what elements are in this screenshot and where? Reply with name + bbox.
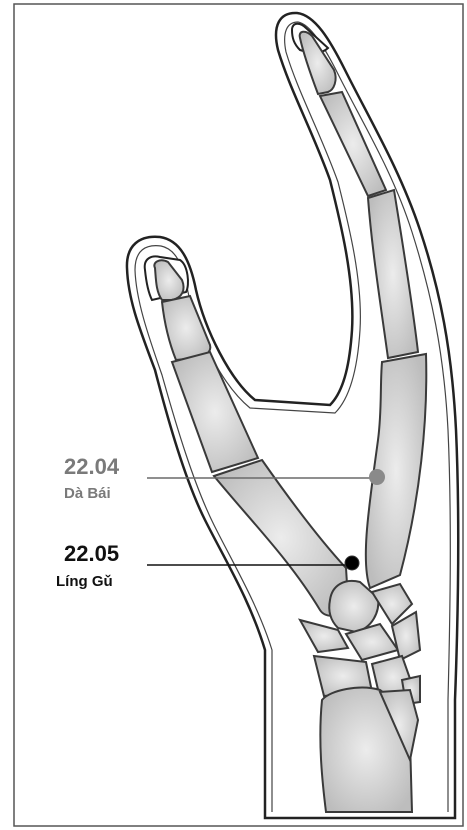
acupoint-dot-22-05[interactable] — [345, 556, 359, 570]
forearm-bones — [320, 688, 418, 812]
point-code-22-05: 22.05 — [64, 543, 119, 565]
point-name-22-04: Dà Bái — [64, 486, 111, 501]
point-name-22-05: Líng Gǔ — [56, 574, 113, 589]
point-code-22-04: 22.04 — [64, 456, 119, 478]
acupoint-dot-22-04[interactable] — [369, 469, 385, 485]
